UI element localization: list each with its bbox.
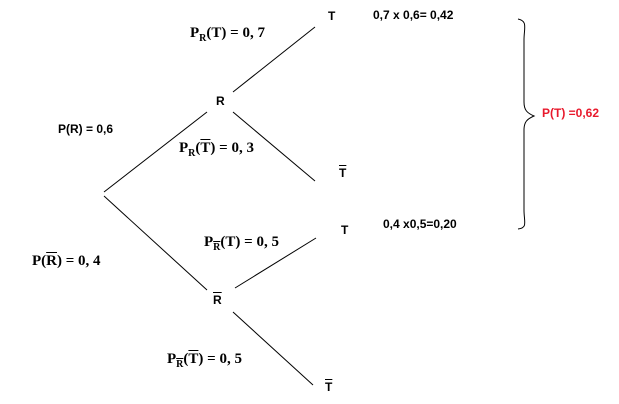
branch-r-to-t	[232, 26, 316, 93]
node-t-upper: T	[328, 9, 336, 23]
label-pr-t-bar: PR(T) = 0, 3	[179, 140, 254, 159]
result-upper: 0,7 x 0,6= 0,42	[373, 8, 454, 22]
label-p-r-bar: P(R) = 0, 4	[32, 253, 101, 269]
node-t-bar-upper: T	[339, 166, 347, 180]
branch-r-to-t-bar	[232, 111, 316, 182]
node-r-bar: R	[213, 293, 222, 307]
label-p-r: P(R) = 0,6	[58, 122, 114, 136]
result-total: P(T) =0,62	[542, 106, 600, 120]
branch-r-bar-to-t-bar	[232, 311, 314, 386]
result-lower: 0,4 x0,5=0,20	[383, 217, 457, 231]
branch-start-to-r-bar	[103, 195, 208, 291]
label-pr-t: PR(T) = 0, 7	[190, 25, 265, 44]
branch-start-to-r	[103, 111, 208, 193]
label-pr-bar-t-bar: PR(T) = 0, 5	[167, 351, 242, 370]
label-pr-bar-t: PR(T) = 0, 5	[204, 234, 279, 253]
curly-brace	[517, 18, 536, 230]
node-t-lower: T	[341, 223, 349, 237]
node-r: R	[216, 94, 225, 108]
branch-r-bar-to-t	[234, 237, 317, 289]
node-t-bar-lower: T	[325, 380, 333, 394]
